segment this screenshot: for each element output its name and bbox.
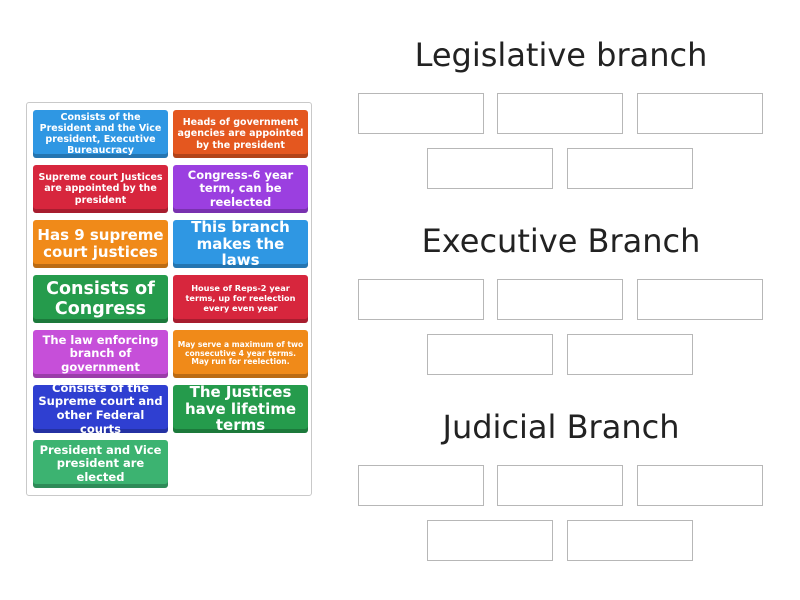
card-makes-the-laws[interactable]: This branch makes the laws <box>173 220 308 268</box>
drop-slot[interactable] <box>497 465 623 506</box>
drop-slot[interactable] <box>427 520 553 561</box>
drop-slot[interactable] <box>567 148 693 189</box>
card-consists-of-congress[interactable]: Consists of Congress <box>33 275 168 323</box>
card-tray: Consists of the President and the Vice p… <box>26 102 312 496</box>
card-9-justices[interactable]: Has 9 supreme court justices <box>33 220 168 268</box>
drop-slot[interactable] <box>427 148 553 189</box>
card-supreme-court-federal-courts[interactable]: Consists of the Supreme court and other … <box>33 385 168 433</box>
drop-slot[interactable] <box>497 93 623 134</box>
card-president-vp-elected[interactable]: President and Vice president are elected <box>33 440 168 488</box>
card-heads-of-agencies[interactable]: Heads of government agencies are appoint… <box>173 110 308 158</box>
group-heading-judicial: Judicial Branch <box>442 408 680 446</box>
group-heading-executive: Executive Branch <box>421 222 701 260</box>
card-president-vp-bureaucracy[interactable]: Consists of the President and the Vice p… <box>33 110 168 158</box>
drop-slot[interactable] <box>358 93 484 134</box>
card-house-of-reps[interactable]: House of Reps-2 year terms, up for reele… <box>173 275 308 323</box>
card-justices-appointed[interactable]: Supreme court Justices are appointed by … <box>33 165 168 213</box>
drop-slot[interactable] <box>637 465 763 506</box>
drop-slot[interactable] <box>358 279 484 320</box>
drop-slot[interactable] <box>567 334 693 375</box>
card-law-enforcing-branch[interactable]: The law enforcing branch of government <box>33 330 168 378</box>
drop-slot[interactable] <box>497 279 623 320</box>
group-heading-legislative: Legislative branch <box>414 36 708 74</box>
drop-slot[interactable] <box>637 279 763 320</box>
drop-slot[interactable] <box>427 334 553 375</box>
drop-slot[interactable] <box>637 93 763 134</box>
card-two-consecutive-terms[interactable]: May serve a maximum of two consecutive 4… <box>173 330 308 378</box>
card-lifetime-terms[interactable]: The Justices have lifetime terms <box>173 385 308 433</box>
card-congress-6-year-term[interactable]: Congress-6 year term, can be reelected <box>173 165 308 213</box>
drop-slot[interactable] <box>358 465 484 506</box>
drop-slot[interactable] <box>567 520 693 561</box>
